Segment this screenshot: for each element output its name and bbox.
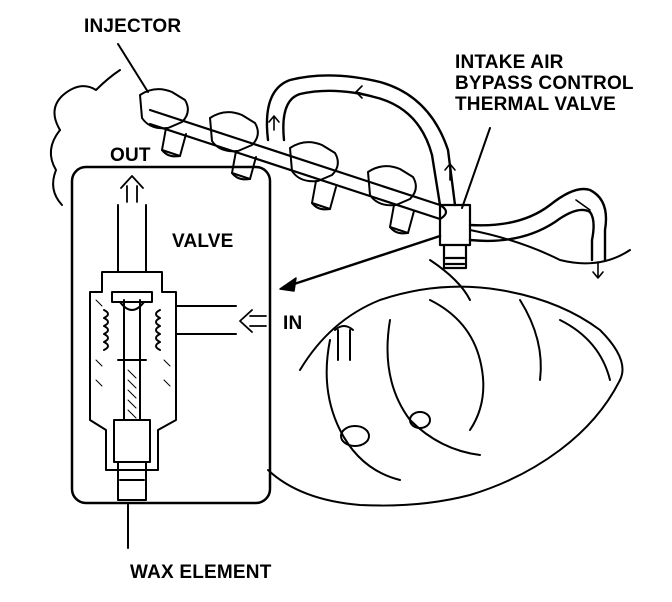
in-arrow xyxy=(239,309,267,333)
bypass-hose xyxy=(265,74,608,262)
flow-arrows xyxy=(268,85,604,279)
cutaway-frame xyxy=(70,165,272,505)
thermal-valve-body xyxy=(438,203,472,270)
out-arrow xyxy=(120,175,144,203)
injector-label: INJECTOR xyxy=(84,16,182,37)
injector-3 xyxy=(289,141,339,211)
thermal-valve-label-line1: INTAKE AIR xyxy=(455,52,564,73)
thermal-valve-label: INTAKE AIR BYPASS CONTROL THERMAL VALVE xyxy=(455,52,634,115)
injector-1 xyxy=(139,88,189,158)
cutaway-valve xyxy=(89,204,237,501)
valve-label: VALVE xyxy=(172,231,234,252)
engine-body xyxy=(49,69,631,507)
leader-lines xyxy=(117,43,491,549)
in-label: IN xyxy=(283,313,303,334)
pointer-arrow xyxy=(286,234,442,288)
wax-element-label: WAX ELEMENT xyxy=(130,562,272,583)
thermal-valve-label-line3: THERMAL VALVE xyxy=(455,94,616,115)
thermal-valve-label-line2: BYPASS CONTROL xyxy=(455,73,634,94)
cutaway-hatching xyxy=(95,299,171,419)
injector-2 xyxy=(209,111,259,181)
injector-4 xyxy=(367,165,417,235)
fuel-rail xyxy=(148,108,448,221)
out-label: OUT xyxy=(110,145,151,166)
